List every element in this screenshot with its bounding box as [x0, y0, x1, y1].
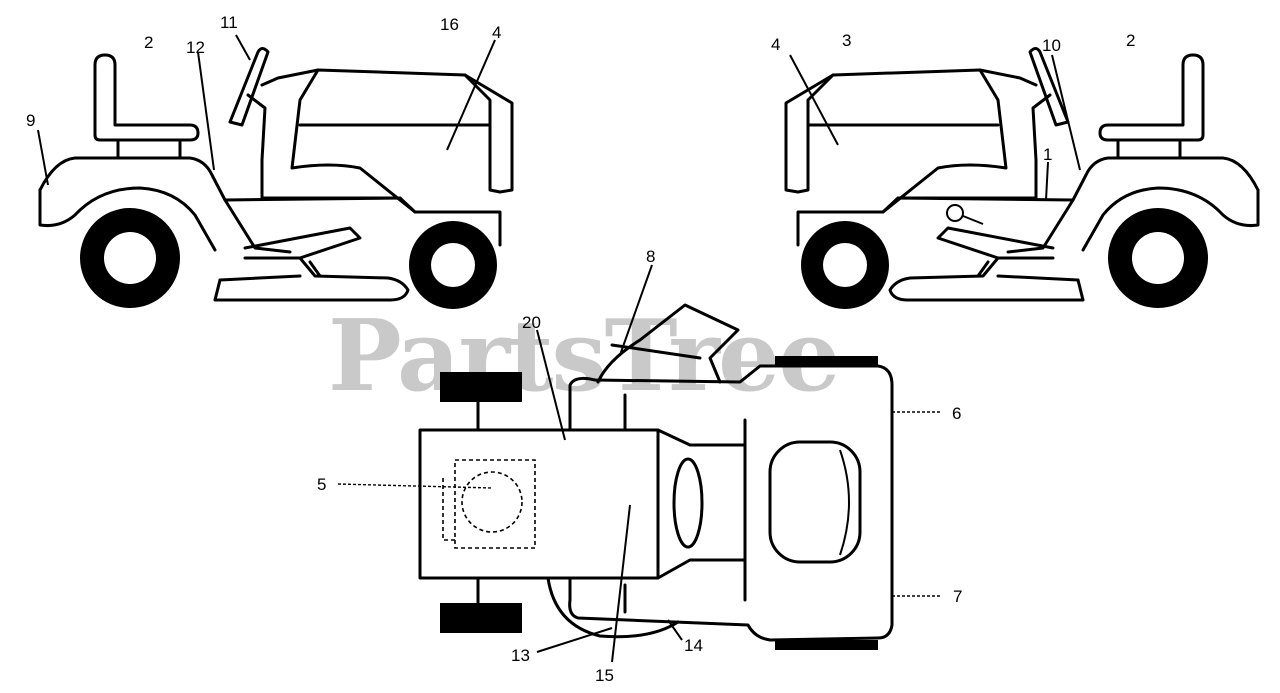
callout-top-5: 5 — [317, 475, 326, 494]
callout-right-4: 4 — [771, 35, 780, 54]
callout-left-16: 16 — [440, 15, 459, 34]
callout-left-9: 9 — [26, 111, 35, 130]
callout-top-15: 15 — [595, 666, 614, 685]
callout-left-12: 12 — [186, 38, 205, 57]
callout-top-6: 6 — [952, 404, 961, 423]
watermark: PartsTree — [328, 299, 839, 414]
right-side-view — [784, 47, 1260, 309]
callout-right-10: 10 — [1042, 36, 1061, 55]
callout-top-8: 8 — [646, 247, 655, 266]
top-view — [418, 303, 894, 650]
callout-top-7: 7 — [953, 587, 962, 606]
callout-right-3: 3 — [842, 31, 851, 50]
callout-top-13: 13 — [511, 646, 530, 665]
callout-left-4: 4 — [492, 23, 501, 42]
callout-top-20: 20 — [522, 313, 541, 332]
leader-lines — [37, 34, 1081, 663]
callout-left-11: 11 — [220, 13, 238, 32]
left-side-view — [38, 47, 514, 309]
callout-numbers: 2 9 12 11 16 4 4 3 10 2 1 8 20 5 6 7 13 … — [26, 13, 1135, 685]
callout-right-2: 2 — [1126, 31, 1135, 50]
callout-right-1: 1 — [1043, 145, 1052, 164]
callout-left-2: 2 — [144, 33, 153, 52]
callout-top-14: 14 — [684, 636, 703, 655]
